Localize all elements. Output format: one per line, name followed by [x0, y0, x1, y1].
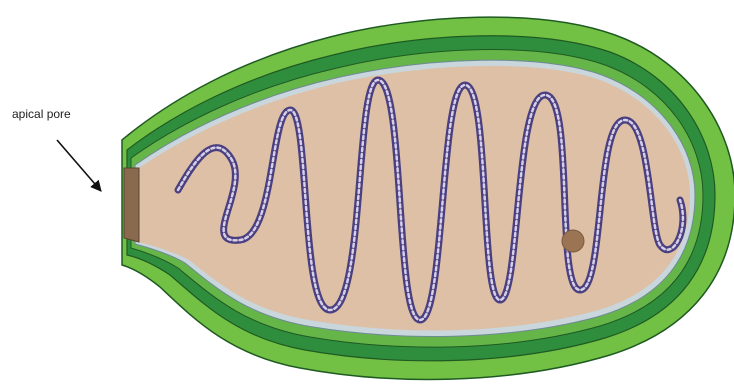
apical-pore-label: apical pore	[12, 107, 71, 121]
apical-pore-plug	[124, 168, 139, 242]
nucleolus	[562, 230, 584, 252]
arrow-icon	[57, 140, 101, 191]
